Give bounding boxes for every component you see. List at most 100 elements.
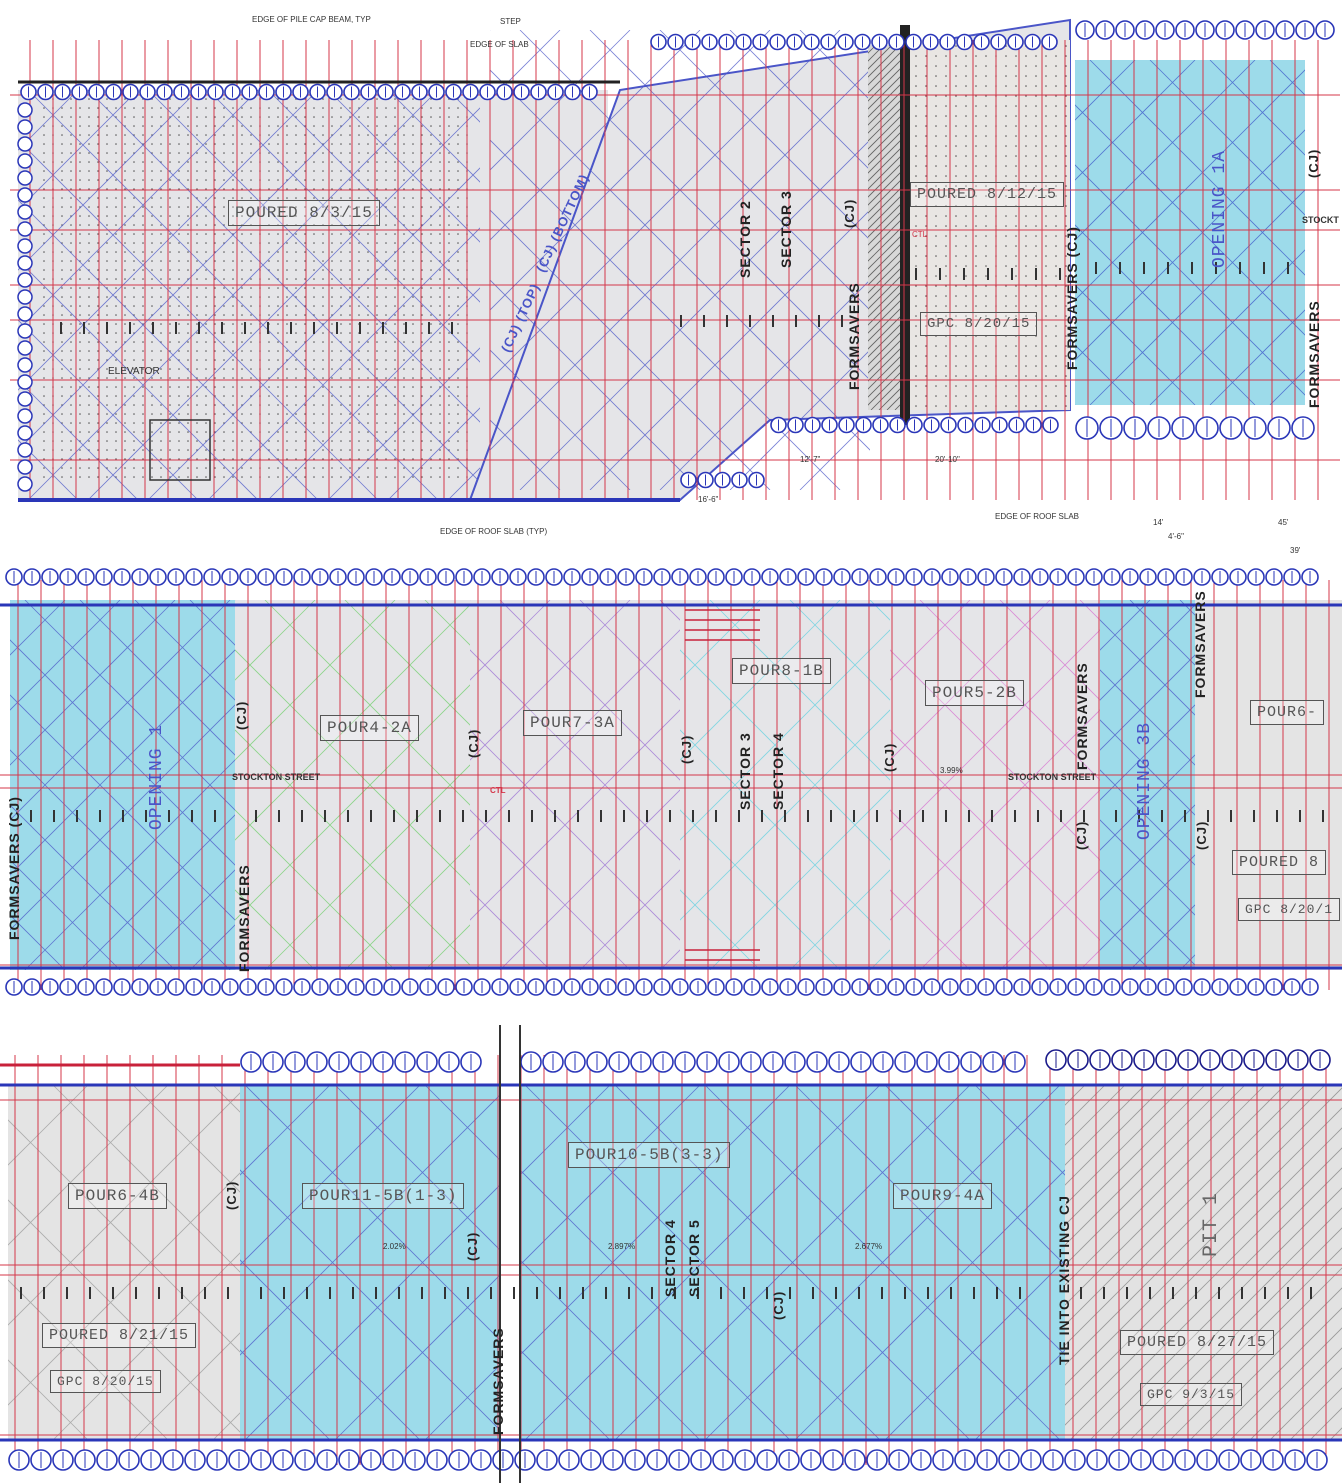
formsavers-cj-label: FORMSAVERS (CJ)	[1064, 226, 1080, 370]
elevator-box	[149, 419, 211, 481]
sector-3-label-s2: SECTOR 3	[737, 732, 753, 810]
grid-lines-horizontal	[0, 1099, 1342, 1436]
bm-tick-marks	[60, 322, 453, 334]
opening-3b-label: OPENING 3B	[1135, 721, 1155, 840]
pour-label-pour9-4a: POUR9-4A	[893, 1183, 992, 1209]
slope-label-s3-1: 2.02%	[383, 1242, 406, 1251]
pour-label-pour6-4b: POUR6-4B	[68, 1183, 167, 1209]
cj-label-s2-5: (CJ)	[1074, 820, 1089, 850]
callout-edge-slab: EDGE OF SLAB	[470, 40, 529, 49]
pile-row-top-s3-b	[520, 1051, 1026, 1073]
slab-pit-1	[1065, 1085, 1342, 1440]
plan-strip-3: POUR6-4B (CJ) POURED 8/21/15 GPC 8/20/15…	[0, 1025, 1342, 1483]
slab-pour-6	[1195, 600, 1342, 970]
pour-label-pour7-3a: POUR7-3A	[523, 710, 622, 736]
stockton-street-label-1: STOCKTON STREET	[232, 772, 321, 782]
bm-tick-marks	[20, 1287, 229, 1299]
rebar-diagonals-purple	[470, 600, 680, 970]
cj-label-right: (CJ)	[1306, 148, 1321, 178]
stockton-street-cut-label: STOCKT	[1302, 215, 1339, 225]
pile-column-left	[17, 102, 33, 492]
cj-label-s2-4: (CJ)	[882, 742, 897, 772]
rebar-diagonals-s3-pour11	[240, 1085, 500, 1440]
pour-label-pour11: POUR11-5B(1-3)	[302, 1183, 465, 1209]
formsavers-label-s2-2: FORMSAVERS	[236, 864, 252, 972]
opening-1a-label: OPENING 1A	[1210, 149, 1230, 268]
formsavers-cj-label-2: FORMSAVERS (CJ)	[6, 796, 22, 940]
pile-row-top-right	[1075, 20, 1335, 40]
dimension-12-7: 12'-7"	[800, 455, 821, 464]
cj-label-s3-3: (CJ)	[771, 1290, 786, 1320]
ctl-label-1: CTL	[912, 230, 928, 239]
sector-3-label: SECTOR 3	[778, 190, 794, 268]
sector-5-label-s3: SECTOR 5	[686, 1219, 702, 1297]
pile-row-bottom-s2	[5, 978, 1319, 996]
sector-2-label: SECTOR 2	[737, 200, 753, 278]
cj-label-s2-2: (CJ)	[466, 728, 481, 758]
pour-label-pour5-2b: POUR5-2B	[925, 680, 1024, 706]
pile-row-top-s3-a	[240, 1051, 482, 1073]
callout-edge-roof-slab: EDGE OF ROOF SLAB (TYP)	[440, 527, 548, 536]
pour-label-poured-8-3-15: POURED 8/3/15	[228, 200, 380, 226]
bm-tick-marks	[1095, 262, 1289, 274]
construction-joint-bar	[900, 25, 910, 425]
plan-strip-3-drawing	[0, 1025, 1342, 1483]
pour-label-pour4-2a: POUR4-2A	[320, 715, 419, 741]
pour-label-pour8-1b: POUR8-1B	[732, 658, 831, 684]
rebar-diagonals-opening-1	[10, 600, 235, 970]
slope-label-s3-2: 2.897%	[608, 1242, 636, 1251]
cj-label-s2-1: (CJ)	[234, 700, 249, 730]
rebar-diagonals-s3-left	[8, 1085, 240, 1440]
pile-row-bottom-right	[1075, 416, 1315, 440]
cj-label-1: (CJ)	[842, 198, 857, 228]
dimension-16-6: 16'-6"	[698, 495, 719, 504]
slab-poured-8-12-15	[910, 40, 1070, 410]
plan-strip-1: EDGE OF PILE CAP BEAM, TYP STEP EDGE OF …	[0, 0, 1342, 510]
callout-pile-cap: EDGE OF PILE CAP BEAM, TYP	[252, 15, 371, 24]
bm-tick-marks	[30, 810, 216, 822]
sector-4-label-s2: SECTOR 4	[770, 732, 786, 810]
slope-label-s3-3: 2.677%	[855, 1242, 883, 1251]
pour-label-pour10: POUR10-5B(3-3)	[568, 1142, 731, 1168]
pile-row-bottom-mid	[770, 416, 1059, 434]
opening-3b-area	[1100, 600, 1195, 970]
opening-1-area	[10, 600, 235, 970]
callout-edge-roof-slab-2: EDGE OF ROOF SLAB	[995, 512, 1080, 521]
bm-tick-marks	[1080, 1287, 1312, 1299]
pour-label-poured-partial: POURED 8	[1232, 850, 1327, 875]
formsavers-label-1: FORMSAVERS	[846, 282, 862, 390]
pile-row-top-s3-c	[1045, 1049, 1331, 1071]
rebar-diagonals-magenta	[890, 600, 1100, 970]
pile-row-top-s2	[5, 568, 1319, 586]
dimension-20-10: 20'-10"	[935, 455, 960, 464]
bm-tick-marks	[915, 268, 1061, 280]
tie-into-existing-cj-label: TIE INTO EXISTING CJ	[1056, 1195, 1072, 1365]
bm-tick-marks	[680, 315, 843, 327]
cj-label-s3-1: (CJ)	[224, 1180, 239, 1210]
grid-lines-vertical	[17, 580, 1330, 990]
cj-label-s3-2: (CJ)	[465, 1231, 480, 1261]
plan-strip-1-drawing	[0, 0, 1342, 510]
dot-stipple	[43, 98, 468, 478]
formsavers-label-right: FORMSAVERS	[1306, 300, 1322, 408]
rebar-diagonals-slab-2	[490, 30, 870, 490]
opening-1a-area	[1075, 60, 1305, 405]
rebar-diagonals-green	[235, 600, 470, 970]
rebar-diagonals-s3-pour10	[520, 1085, 1065, 1440]
rebar-diagonals-cyan	[680, 600, 890, 970]
pile-row-angled	[680, 471, 765, 489]
cj-label-s2-3: (CJ)	[679, 734, 694, 764]
pour-label-poured-8-12-15: POURED 8/12/15	[910, 182, 1065, 207]
elevator-label: ELEVATOR	[108, 366, 160, 377]
pile-row-bottom-s3	[8, 1449, 1328, 1471]
rebar-diagonals-opening-3b	[1100, 600, 1195, 970]
ctl-label-s2: CTL	[490, 786, 506, 795]
slab-stockton-street	[235, 600, 1100, 970]
callout-step: STEP	[500, 17, 521, 26]
plan-strip-2: EDGE OF ROOF SLAB (TYP) EDGE OF ROOF SLA…	[0, 510, 1342, 1025]
bm-tick-marks	[260, 1287, 1021, 1299]
slope-label-s2: 3.99%	[940, 766, 963, 775]
formsavers-label-s2-4: FORMSAVERS	[1192, 590, 1208, 698]
plan-strip-2-drawing	[0, 510, 1342, 1025]
